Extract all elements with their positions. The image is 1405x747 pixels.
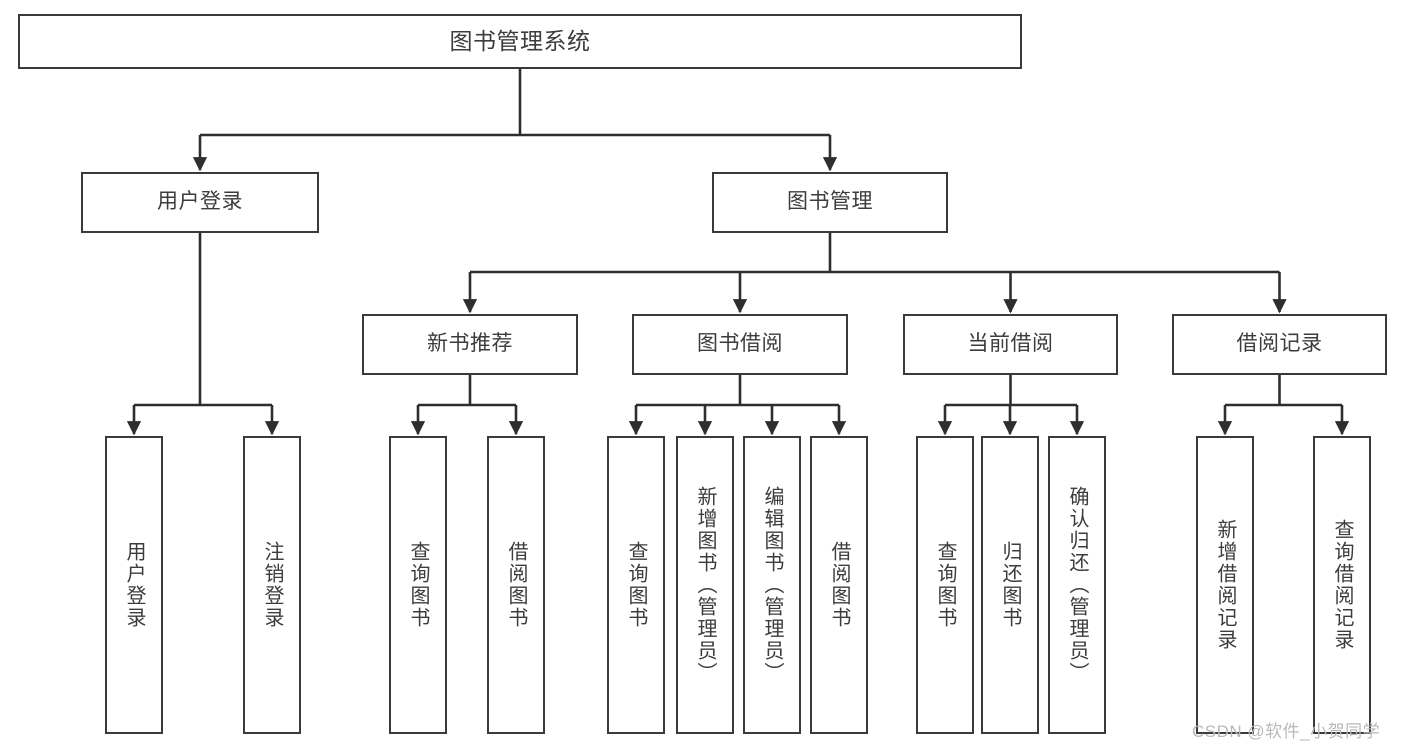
node-new-book-recommend-label: 新书推荐: [427, 332, 513, 356]
node-book-management[interactable]: 图书管理: [712, 172, 948, 233]
node-current-borrow[interactable]: 当前借阅: [903, 314, 1118, 375]
node-leaf-borrow-book-2-label: 借阅图书: [828, 541, 850, 629]
node-leaf-query-book-3[interactable]: 查询图书: [916, 436, 974, 734]
node-leaf-logout[interactable]: 注销登录: [243, 436, 301, 734]
node-leaf-edit-book[interactable]: 编辑图书（管理员）: [743, 436, 801, 734]
node-leaf-borrow-book-2[interactable]: 借阅图书: [810, 436, 868, 734]
node-leaf-return-book[interactable]: 归还图书: [981, 436, 1039, 734]
node-leaf-return-book-label: 归还图书: [999, 541, 1021, 629]
node-leaf-add-record[interactable]: 新增借阅记录: [1196, 436, 1254, 734]
node-leaf-confirm-return-label: 确认归还（管理员）: [1066, 486, 1088, 684]
node-borrow-record[interactable]: 借阅记录: [1172, 314, 1387, 375]
node-leaf-borrow-book-1-label: 借阅图书: [505, 541, 527, 629]
node-leaf-query-book-2-label: 查询图书: [625, 541, 647, 629]
node-leaf-query-book-3-label: 查询图书: [934, 541, 956, 629]
node-leaf-add-record-label: 新增借阅记录: [1214, 519, 1236, 651]
node-root-system-label: 图书管理系统: [449, 27, 591, 54]
node-leaf-query-book-2[interactable]: 查询图书: [607, 436, 665, 734]
node-leaf-borrow-book-1[interactable]: 借阅图书: [487, 436, 545, 734]
node-leaf-user-login-label: 用户登录: [123, 541, 145, 629]
node-leaf-user-login[interactable]: 用户登录: [105, 436, 163, 734]
node-leaf-confirm-return[interactable]: 确认归还（管理员）: [1048, 436, 1106, 734]
node-root-system[interactable]: 图书管理系统: [18, 14, 1022, 69]
node-user-login[interactable]: 用户登录: [81, 172, 319, 233]
node-current-borrow-label: 当前借阅: [967, 332, 1054, 356]
node-new-book-recommend[interactable]: 新书推荐: [362, 314, 578, 375]
node-leaf-edit-book-label: 编辑图书（管理员）: [761, 486, 783, 684]
node-leaf-add-book[interactable]: 新增图书（管理员）: [676, 436, 734, 734]
node-leaf-query-book-1[interactable]: 查询图书: [389, 436, 447, 734]
node-book-management-label: 图书管理: [787, 190, 873, 214]
node-leaf-query-record-label: 查询借阅记录: [1331, 519, 1353, 651]
node-book-borrow-label: 图书借阅: [697, 332, 783, 356]
node-user-login-label: 用户登录: [157, 190, 243, 214]
node-book-borrow[interactable]: 图书借阅: [632, 314, 848, 375]
node-leaf-logout-label: 注销登录: [261, 541, 283, 629]
node-leaf-query-book-1-label: 查询图书: [407, 541, 429, 629]
node-borrow-record-label: 借阅记录: [1236, 332, 1323, 356]
node-leaf-query-record[interactable]: 查询借阅记录: [1313, 436, 1371, 734]
node-leaf-add-book-label: 新增图书（管理员）: [694, 486, 716, 684]
